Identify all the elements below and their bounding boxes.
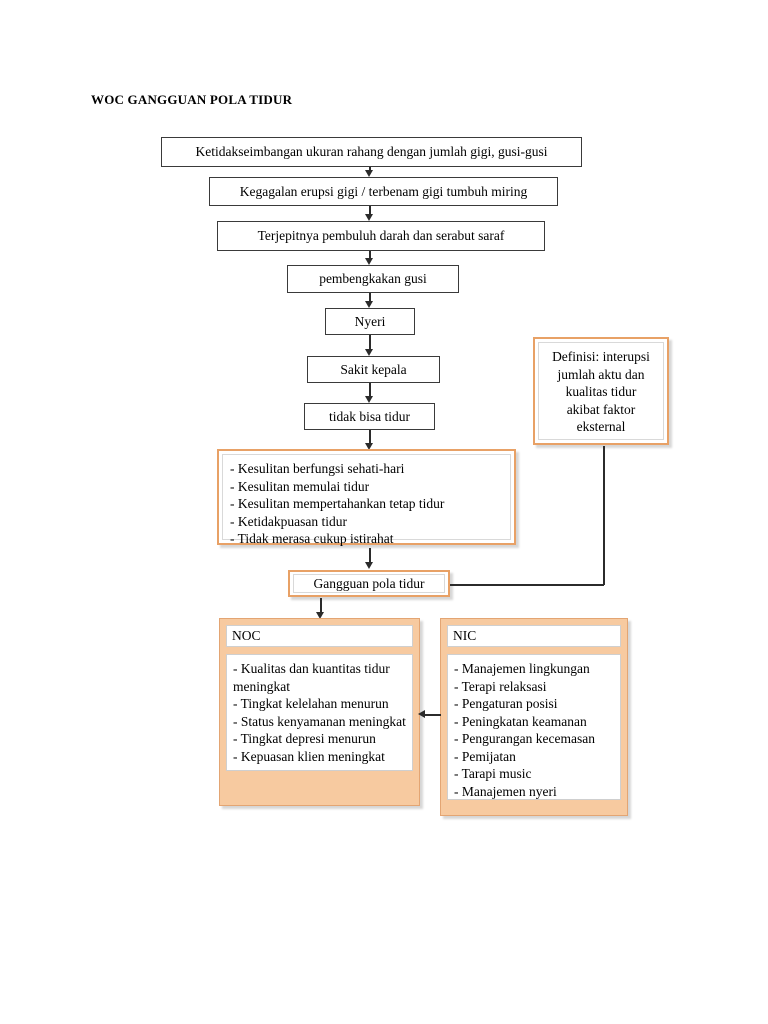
connector-n6-n7 xyxy=(369,383,371,396)
arrow-n3-n4 xyxy=(365,258,373,265)
flow-node-label: Nyeri xyxy=(354,313,386,329)
diagnosis-box: Gangguan pola tidur xyxy=(288,570,450,597)
noc-item: - Kepuasan klien meningkat xyxy=(233,748,385,764)
flow-node-n3: Terjepitnya pembuluh darah dan serabut s… xyxy=(217,221,545,251)
noc-panel: NOC - Kualitas dan kuantitas tidur menin… xyxy=(219,618,420,806)
flow-node-n1: Ketidakseimbangan ukuran rahang dengan j… xyxy=(161,137,582,167)
flow-node-n2: Kegagalan erupsi gigi / terbenam gigi tu… xyxy=(209,177,558,206)
noc-item: - Tingkat depresi menurun xyxy=(233,731,376,747)
nic-item: - Pengaturan posisi xyxy=(454,696,558,712)
noc-item: - Tingkat kelelahan menurun xyxy=(233,696,389,712)
definition-line: akibat faktor xyxy=(566,401,636,417)
definition-line: Definisi: interupsi xyxy=(552,349,650,364)
nic-item: - Manajemen lingkungan xyxy=(454,661,590,677)
page-title: WOC GANGGUAN POLA TIDUR xyxy=(91,92,293,107)
flow-node-label: Ketidakseimbangan ukuran rahang dengan j… xyxy=(195,144,548,160)
nic-header: NIC xyxy=(447,625,621,648)
definition-box: Definisi: interupsi jumlah aktu dan kual… xyxy=(533,337,669,445)
connector-nic-noc xyxy=(424,714,441,716)
arrow-n2-n3 xyxy=(365,214,373,221)
arrow-symptoms-diagnosis xyxy=(365,562,373,569)
definition-line: kualitas tidur xyxy=(565,384,637,400)
flow-node-label: Sakit kepala xyxy=(340,361,407,377)
nic-item: - Pemijatan xyxy=(454,748,516,764)
flow-node-label: pembengkakan gusi xyxy=(319,271,427,287)
symptom-item: - Ketidakpuasan tidur xyxy=(230,513,347,529)
definition-line: jumlah aktu dan xyxy=(557,366,645,382)
connector-symptoms-diagnosis xyxy=(369,548,371,562)
symptom-item: - Kesulitan mempertahankan tetap tidur xyxy=(230,496,445,512)
connector-n7-symptoms xyxy=(369,430,371,443)
diagnosis-label: Gangguan pola tidur xyxy=(293,574,445,593)
nic-item: - Peningkatan keamanan xyxy=(454,713,587,729)
nic-list: - Manajemen lingkungan - Terapi relaksas… xyxy=(447,654,621,801)
arrow-n5-n6 xyxy=(365,349,373,356)
nic-panel: NIC - Manajemen lingkungan - Terapi rela… xyxy=(440,618,628,816)
symptom-item: - Kesulitan memulai tidur xyxy=(230,478,370,494)
connector-diagnosis-definition-h xyxy=(450,584,604,586)
flow-node-n4: pembengkakan gusi xyxy=(287,265,459,293)
symptoms-list: - Kesulitan berfungsi sehati-hari - Kesu… xyxy=(222,454,511,546)
arrow-n7-symptoms xyxy=(365,443,373,450)
flow-node-label: Kegagalan erupsi gigi / terbenam gigi tu… xyxy=(239,183,528,199)
symptoms-box: - Kesulitan berfungsi sehati-hari - Kesu… xyxy=(217,449,516,546)
noc-list: - Kualitas dan kuantitas tidur meningkat… xyxy=(226,654,413,772)
connector-n3-n4 xyxy=(369,251,371,258)
flow-node-n6: Sakit kepala xyxy=(307,356,440,383)
noc-item: - Status kenyamanan meningkat xyxy=(233,713,406,729)
arrow-n1-n2 xyxy=(365,170,373,177)
symptom-item: - Tidak merasa cukup istirahat xyxy=(230,531,394,547)
definition-box-text: Definisi: interupsi jumlah aktu dan kual… xyxy=(538,342,664,440)
connector-n1-n2 xyxy=(369,167,371,171)
connector-diagnosis-definition-v xyxy=(603,446,605,585)
definition-line: eksternal xyxy=(576,419,626,435)
connector-n2-n3 xyxy=(369,206,371,214)
flow-node-n7: tidak bisa tidur xyxy=(304,403,435,430)
nic-item: - Terapi relaksasi xyxy=(454,678,547,694)
arrow-diagnosis-noc xyxy=(316,612,324,619)
flow-node-label: tidak bisa tidur xyxy=(329,408,410,424)
nic-item: - Tarapi music xyxy=(454,766,532,782)
arrow-n6-n7 xyxy=(365,396,373,403)
noc-item: - Kualitas dan kuantitas tidur meningkat xyxy=(233,661,390,694)
flow-node-label: Terjepitnya pembuluh darah dan serabut s… xyxy=(257,228,505,244)
flow-node-n5: Nyeri xyxy=(325,308,415,335)
connector-n5-n6 xyxy=(369,335,371,349)
noc-header: NOC xyxy=(226,625,413,648)
arrow-n4-n5 xyxy=(365,301,373,308)
nic-item: - Pengurangan kecemasan xyxy=(454,731,595,747)
connector-diagnosis-noc xyxy=(320,598,322,612)
symptom-item: - Kesulitan berfungsi sehati-hari xyxy=(230,461,405,476)
connector-n4-n5 xyxy=(369,293,371,301)
nic-item: - Manajemen nyeri xyxy=(454,784,557,800)
arrow-nic-noc xyxy=(418,710,425,718)
